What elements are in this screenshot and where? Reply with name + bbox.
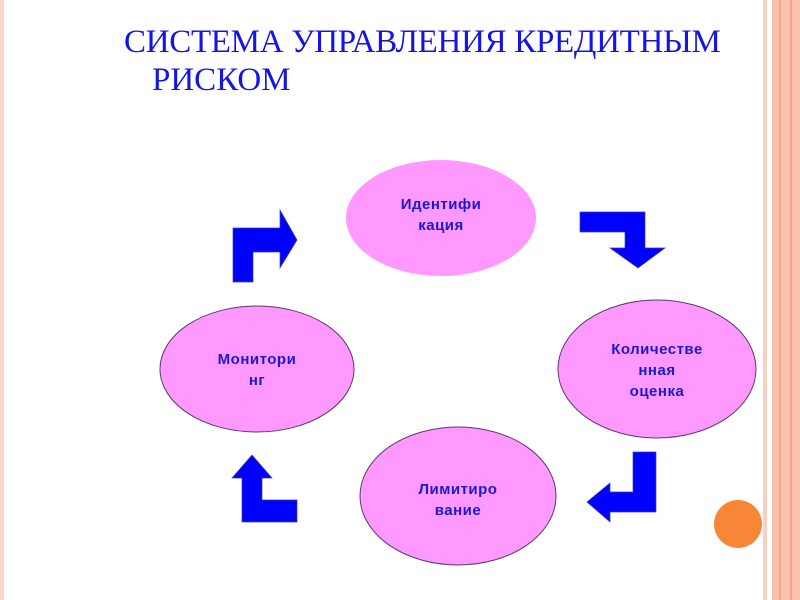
ellipse-quantitative-assessment bbox=[557, 299, 757, 439]
ellipse-limiting bbox=[359, 426, 557, 566]
label-line: Количестве bbox=[611, 340, 703, 358]
slide-title-line2: РИСКОМ bbox=[152, 62, 291, 98]
label-line: вание bbox=[434, 502, 482, 519]
label-line: Идентифи bbox=[400, 196, 482, 213]
right-border-line bbox=[790, 0, 792, 600]
right-border-thin bbox=[763, 0, 767, 600]
right-border-band bbox=[772, 0, 800, 600]
node-monitoring-label: Монитори нг bbox=[160, 335, 354, 405]
ellipse-identification bbox=[346, 160, 536, 276]
label-line: оценка bbox=[629, 382, 685, 400]
slide-title-line1: СИСТЕМА УПРАВЛЕНИЯ КРЕДИТНЫМ bbox=[124, 24, 721, 60]
ellipse-monitoring bbox=[159, 305, 355, 433]
left-border bbox=[0, 0, 4, 600]
label-line: кация bbox=[418, 217, 464, 234]
arrow-left-up-icon bbox=[231, 454, 298, 523]
label-line: нг bbox=[248, 372, 266, 389]
node-quantitative-assessment-label: Количестве нная оценка bbox=[558, 330, 756, 410]
arrow-down-left-icon bbox=[586, 451, 657, 523]
arrow-right-down-icon bbox=[579, 211, 667, 269]
label-line: нная bbox=[638, 361, 676, 379]
node-limiting-label: Лимитиро вание bbox=[360, 465, 556, 535]
arrow-up-right-icon bbox=[232, 208, 298, 283]
label-line: Монитори bbox=[217, 351, 297, 368]
right-border-line bbox=[779, 0, 781, 600]
accent-dot bbox=[714, 500, 762, 548]
label-line: Лимитиро bbox=[418, 481, 498, 498]
node-identification-label: Идентифи кация bbox=[346, 180, 536, 250]
